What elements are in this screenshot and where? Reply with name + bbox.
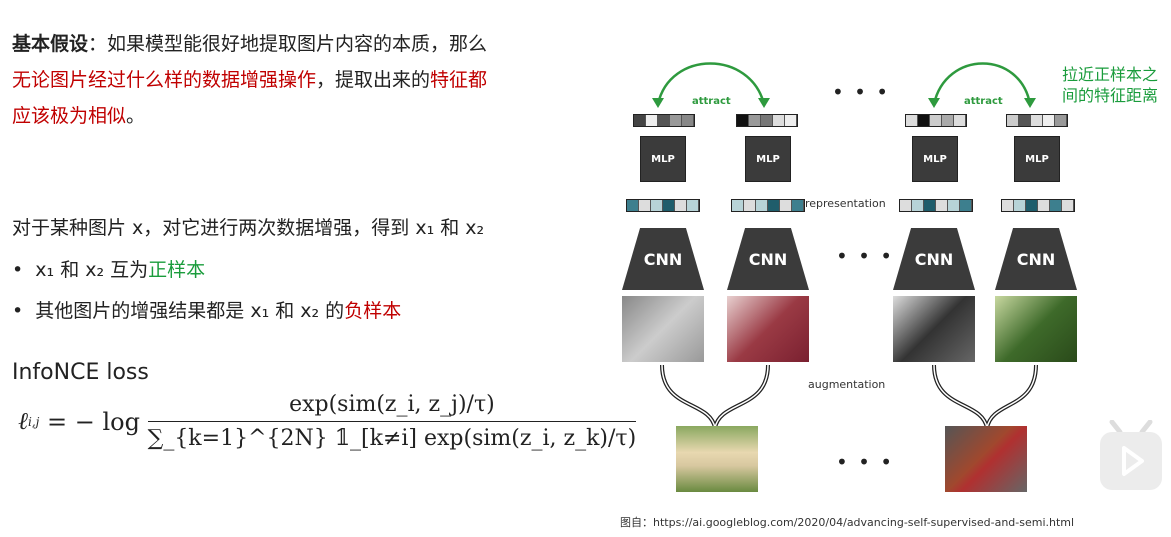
mlp-block: MLP	[745, 136, 791, 182]
augmentation-label: augmentation	[808, 378, 886, 391]
projection-vector	[633, 114, 695, 127]
colon: ：	[88, 33, 108, 55]
bilibili-play-icon[interactable]	[1098, 420, 1164, 492]
intro-paragraph: 基本假设：如果模型能很好地提取图片内容的本质，那么 无论图片经过什么样的数据增强…	[12, 26, 602, 134]
projection-vector	[736, 114, 798, 127]
attract-label: attract	[692, 96, 731, 107]
annotation: 拉近正样本之间的特征距离	[1062, 64, 1158, 106]
loss-title: InfoNCE loss	[12, 360, 149, 385]
formula-eq: = − log	[39, 407, 148, 436]
attract-label: attract	[964, 96, 1003, 107]
representation-label: representation	[805, 197, 886, 210]
bullet-positive: • x₁ 和 x₂ 互为正样本	[12, 259, 206, 281]
denominator: ∑_{k=1}^{2N} 𝟙_[k≠i] exp(sim(z_i, z_k)/τ…	[147, 426, 637, 451]
image-source-caption: 图自：https://ai.googleblog.com/2020/04/adv…	[620, 516, 1075, 529]
mlp-block: MLP	[640, 136, 686, 182]
intro-text: 如果模型能很好地提取图片内容的本质，那么	[107, 33, 488, 55]
intro-text: ，提取出来的	[316, 69, 431, 91]
mlp-block: MLP	[1014, 136, 1060, 182]
representation-vector	[899, 199, 973, 212]
original-chair-image	[945, 426, 1027, 492]
highlight-green: 正样本	[148, 259, 206, 281]
fraction: exp(sim(z_i, z_j)/τ) ∑_{k=1}^{2N} 𝟙_[k≠i…	[147, 392, 637, 451]
mlp-block: MLP	[912, 136, 958, 182]
representation-vector	[626, 199, 700, 212]
highlight-red: 应该极为相似	[12, 105, 127, 127]
ellipsis: • • •	[836, 450, 895, 474]
augmented-chair-green	[995, 296, 1077, 362]
projection-vector	[905, 114, 967, 127]
ellipsis: • • •	[836, 244, 895, 268]
intro-text: 。	[126, 105, 146, 127]
projection-vector	[1006, 114, 1068, 127]
augment-line: 对于某种图片 x，对它进行两次数据增强，得到 x₁ 和 x₂	[12, 217, 485, 239]
bullet-text: x₁ 和 x₂ 互为	[35, 259, 149, 281]
augmented-chair-gray	[893, 296, 975, 362]
augmented-dog-red	[727, 296, 809, 362]
formula-lhs: ℓ	[18, 407, 28, 435]
bullet-text: 其他图片的增强结果都是 x₁ 和 x₂ 的	[35, 300, 345, 322]
original-dog-image	[676, 426, 758, 492]
highlight-red: 负样本	[344, 300, 402, 322]
annotation-line: 拉近正样本之	[1062, 65, 1159, 84]
highlight-red: 无论图片经过什么样的数据增强操作	[12, 69, 317, 91]
numerator: exp(sim(z_i, z_j)/τ)	[147, 392, 637, 422]
representation-vector	[731, 199, 805, 212]
ellipsis: • • •	[832, 80, 891, 104]
annotation-line: 间的特征距离	[1062, 86, 1159, 105]
heading: 基本假设	[12, 33, 89, 55]
augmented-dog-grayscale	[622, 296, 704, 362]
bullet-negative: • 其他图片的增强结果都是 x₁ 和 x₂ 的负样本	[12, 300, 402, 322]
representation-vector	[1001, 199, 1075, 212]
highlight-red: 特征都	[430, 69, 488, 91]
formula-sub: i,j	[28, 414, 40, 429]
